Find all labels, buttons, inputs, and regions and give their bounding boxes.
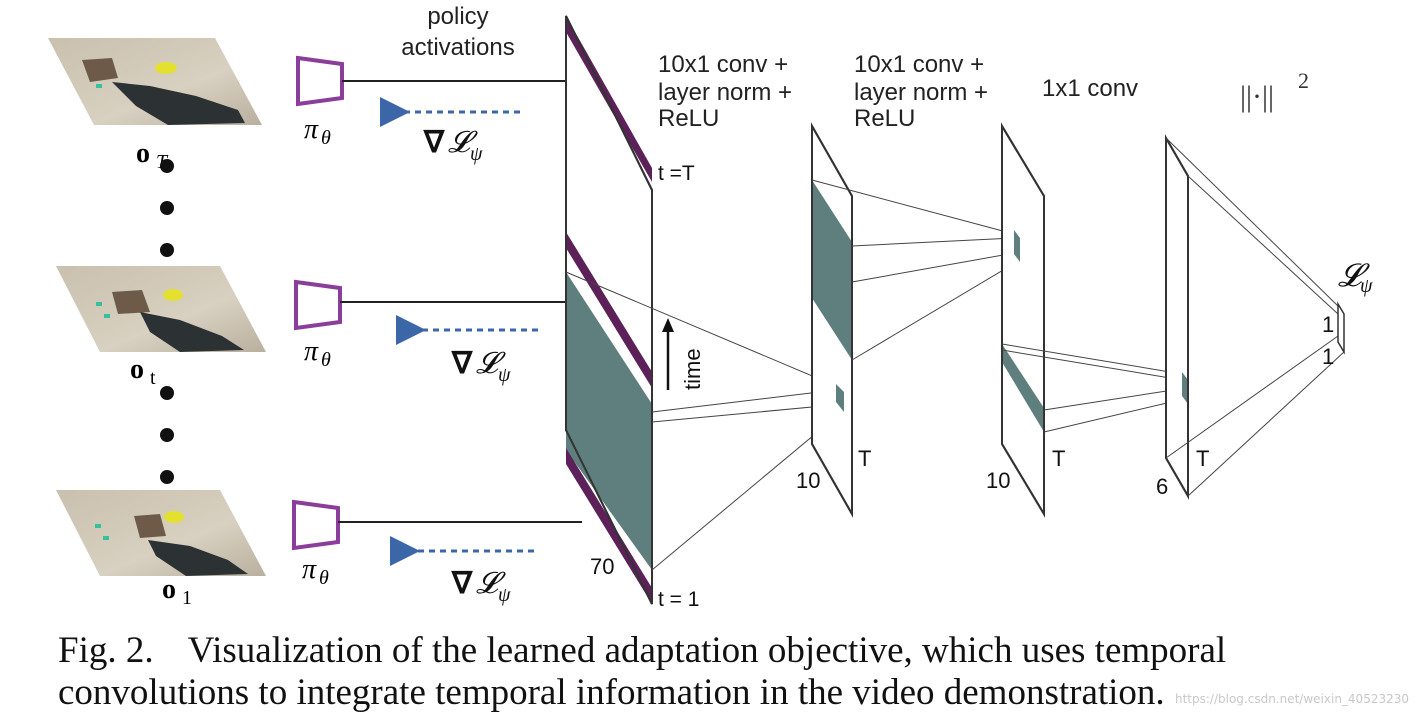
svg-text:1: 1 bbox=[182, 587, 192, 609]
svg-text:ψ: ψ bbox=[498, 584, 511, 606]
gradient-arrow-T: ∇ 𝓛 ψ bbox=[380, 97, 520, 165]
caption-line-1-text: Visualization of the learned adaptation … bbox=[187, 630, 1227, 671]
svg-text:ψ: ψ bbox=[1360, 275, 1373, 297]
layer1-label-line2: layer norm + bbox=[658, 79, 792, 106]
policy-network-t: π θ bbox=[294, 279, 342, 371]
layer2-label-line3: ReLU bbox=[854, 105, 915, 132]
layer3-slab bbox=[1165, 134, 1189, 500]
svg-text:θ: θ bbox=[321, 349, 331, 371]
T-b-label: T bbox=[1052, 446, 1065, 471]
svg-text:o: o bbox=[162, 574, 176, 605]
svg-text:policy: policy bbox=[427, 3, 488, 30]
svg-text:∇: ∇ bbox=[451, 347, 473, 380]
output-loss: 1 1 𝓛 ψ bbox=[1322, 257, 1373, 369]
caption-fig-number: Fig. 2. bbox=[58, 630, 154, 671]
T-a-label: T bbox=[858, 446, 871, 471]
svg-text:o: o bbox=[136, 138, 150, 169]
t-bottom-label: t = 1 bbox=[658, 588, 699, 611]
svg-text:1: 1 bbox=[1322, 344, 1334, 369]
caption-line-2: convolutions to integrate temporal infor… bbox=[58, 672, 1165, 713]
observation-frame-1 bbox=[56, 490, 266, 576]
dim-10a-label: 10 bbox=[796, 468, 820, 493]
layer1-label-line3: ReLU bbox=[658, 105, 719, 132]
svg-text:π: π bbox=[304, 114, 319, 145]
projection-lines-4 bbox=[1165, 137, 1345, 497]
svg-text:∇: ∇ bbox=[423, 126, 445, 159]
ellipsis-dots bbox=[160, 159, 174, 484]
layer2-label-line2: layer norm + bbox=[854, 79, 988, 106]
gradient-arrow-t: ∇ 𝓛 ψ bbox=[396, 315, 538, 386]
projection-lines-2 bbox=[811, 179, 1021, 361]
observation-label-1: o 1 bbox=[162, 574, 192, 609]
svg-text:θ: θ bbox=[319, 567, 329, 589]
svg-text:θ: θ bbox=[321, 127, 331, 149]
observation-label-t: o t bbox=[130, 354, 156, 389]
dim-70-label: 70 bbox=[590, 554, 614, 579]
figure-caption: Fig. 2. Visualization of the learned adap… bbox=[58, 630, 1398, 714]
svg-text:π: π bbox=[304, 336, 319, 367]
svg-text:time: time bbox=[680, 348, 705, 390]
input-activation-slab bbox=[565, 15, 653, 605]
layer1-label-line1: 10x1 conv + bbox=[658, 51, 788, 78]
time-arrow: time bbox=[662, 318, 705, 390]
svg-text:2: 2 bbox=[1298, 68, 1309, 93]
gradient-arrow-1: ∇ 𝓛 ψ bbox=[390, 536, 534, 606]
svg-text:1: 1 bbox=[1322, 312, 1334, 337]
activation-lines bbox=[338, 80, 582, 523]
svg-text:π: π bbox=[302, 554, 317, 585]
svg-text:t: t bbox=[150, 367, 156, 389]
T-c-label: T bbox=[1196, 446, 1209, 471]
dim-10b-label: 10 bbox=[986, 468, 1010, 493]
svg-text:o: o bbox=[130, 354, 144, 385]
layer3-label: 1x1 conv bbox=[1042, 75, 1138, 102]
svg-text:∇: ∇ bbox=[451, 567, 473, 600]
svg-text:ψ: ψ bbox=[470, 143, 483, 165]
t-top-label: t =T bbox=[658, 162, 695, 185]
projection-lines-3 bbox=[1001, 343, 1189, 433]
watermark: https://blog.csdn.net/weixin_40523230 bbox=[1174, 692, 1409, 706]
observation-frame-t bbox=[56, 266, 266, 352]
policy-network-T: π θ bbox=[296, 55, 344, 149]
dim-6-label: 6 bbox=[1156, 474, 1168, 499]
observation-frame-T bbox=[48, 38, 262, 125]
caption-line-1: Fig. 2. Visualization of the learned adap… bbox=[58, 630, 1398, 672]
layer2-slab bbox=[1001, 122, 1045, 518]
layer2-label-line1: 10x1 conv + bbox=[854, 51, 984, 78]
svg-text:ψ: ψ bbox=[498, 364, 511, 386]
layer1-slab bbox=[811, 122, 853, 518]
norm-symbol: ||·|| 2 bbox=[1240, 68, 1309, 113]
svg-text:activations: activations bbox=[401, 34, 514, 61]
policy-activations-label: policy activations bbox=[401, 3, 514, 61]
policy-network-1: π θ bbox=[292, 499, 340, 589]
svg-text:||·||: ||·|| bbox=[1240, 80, 1274, 113]
